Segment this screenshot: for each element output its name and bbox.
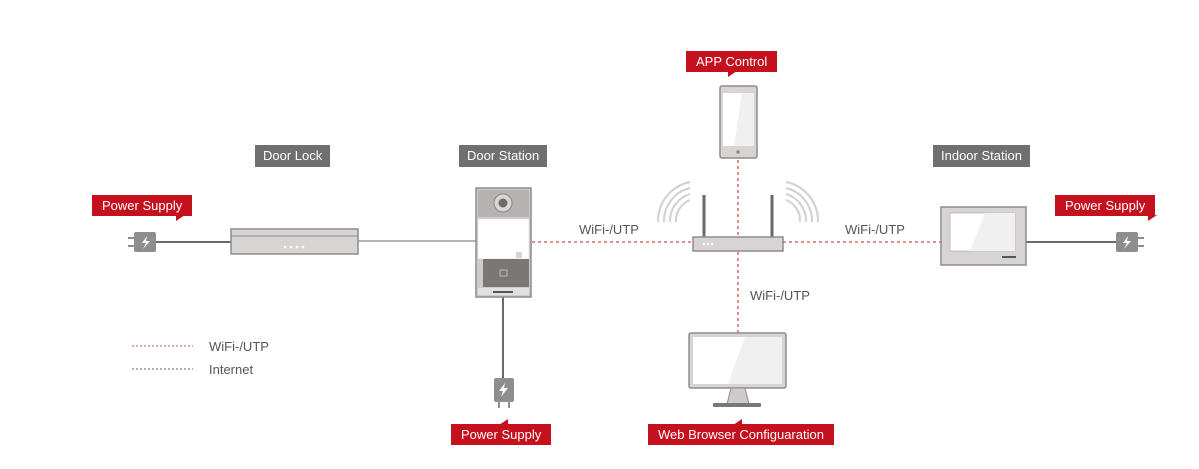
wifi-utp-down-label: WiFi-/UTP xyxy=(750,288,810,303)
wifi-utp-right-label: WiFi-/UTP xyxy=(845,222,905,237)
power-plug-left-icon xyxy=(128,232,156,252)
door-lock-label: Door Lock xyxy=(255,145,331,167)
wifi-left-icon xyxy=(656,180,691,223)
power-supply-bottom-tag: Power Supply xyxy=(451,424,552,445)
power-supply-right-tag: Power Supply xyxy=(1055,195,1156,216)
indoor-station-device xyxy=(940,206,1027,266)
door-station-device xyxy=(475,187,532,298)
wifi-utp-left-label: WiFi-/UTP xyxy=(579,222,639,237)
app-control-tag: APP Control xyxy=(686,51,778,72)
legend-internet-text: Internet xyxy=(209,362,254,377)
power-supply-left-tag: Power Supply xyxy=(92,195,193,216)
wifi-right-icon xyxy=(785,180,820,223)
monitor-device xyxy=(688,332,787,407)
router-device xyxy=(692,195,784,252)
smartphone-device xyxy=(719,85,758,159)
tag-pointers xyxy=(176,71,1157,425)
power-plug-bottom-icon xyxy=(494,378,514,408)
power-plug-right-icon xyxy=(1116,232,1144,252)
legend-wifi-text: WiFi-/UTP xyxy=(209,339,269,354)
door-lock-device xyxy=(230,228,359,255)
web-browser-tag: Web Browser Configuaration xyxy=(648,424,834,445)
indoor-station-label: Indoor Station xyxy=(933,145,1030,167)
door-station-label: Door Station xyxy=(459,145,548,167)
